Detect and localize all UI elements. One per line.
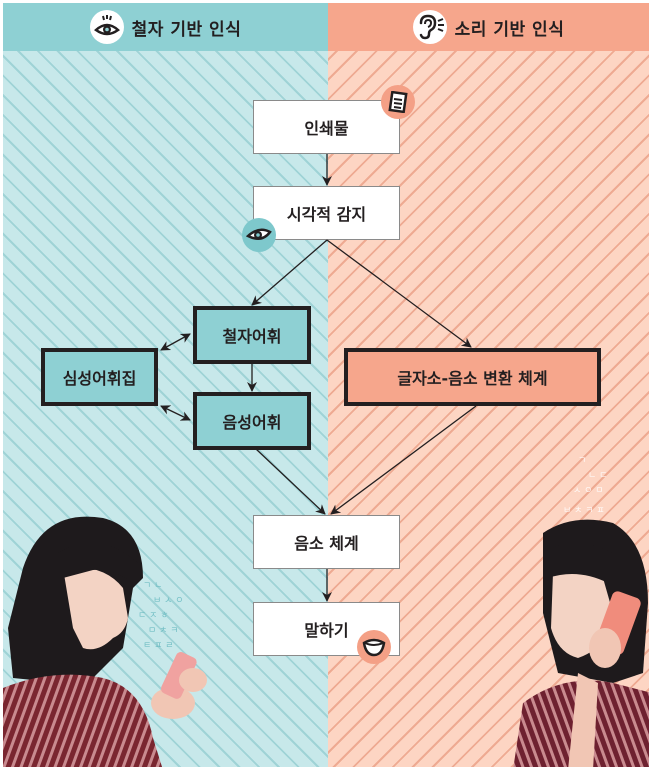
node-mental-lexicon: 심성어휘집 [41, 348, 158, 406]
header-title-orthographic: 철자 기반 인식 [131, 19, 242, 40]
svg-text:ㄱ ㄴ: ㄱ ㄴ [143, 581, 162, 591]
svg-text:ㅅ ㅇ ㅁ: ㅅ ㅇ ㅁ [573, 486, 604, 496]
ear-icon [412, 10, 447, 44]
node-phonological-lexicon-label: 음성어휘 [222, 413, 282, 432]
node-visual-detection: 시각적 감지 [253, 186, 400, 240]
svg-text:ㄴ ㄷ: ㄴ ㄷ [588, 471, 607, 481]
header-phonological-recognition: 소리 기반 인식 [328, 3, 649, 51]
node-speaking-label: 말하기 [304, 621, 349, 640]
node-orthographic-lexicon: 철자어휘 [193, 306, 311, 364]
svg-text:ㅂ ㅅ ㅇ: ㅂ ㅅ ㅇ [153, 596, 184, 606]
node-print-label: 인쇄물 [304, 119, 349, 138]
eye-icon [242, 218, 276, 252]
node-phoneme-system-label: 음소 체계 [294, 534, 359, 553]
node-mental-lexicon-label: 심성어휘집 [62, 369, 137, 388]
header-orthographic-recognition: 철자 기반 인식 [3, 3, 328, 51]
mouth-icon [357, 630, 391, 664]
node-phoneme-system: 음소 체계 [253, 515, 400, 569]
node-grapheme-phoneme-conversion: 글자소-음소 변환 체계 [344, 348, 601, 406]
svg-text:ㄷ ㅈ ㅎ: ㄷ ㅈ ㅎ [138, 611, 169, 621]
svg-text:ㅂ ㅊ ㅋ ㅍ: ㅂ ㅊ ㅋ ㅍ [563, 506, 605, 516]
document-icon [381, 85, 415, 119]
eye-icon [89, 10, 124, 44]
node-print: 인쇄물 [253, 100, 400, 154]
header-title-phonological: 소리 기반 인식 [454, 19, 565, 40]
node-visual-detection-label: 시각적 감지 [286, 205, 367, 224]
node-grapheme-phoneme-label: 글자소-음소 변환 체계 [397, 369, 548, 388]
svg-text:ㄱ: ㄱ [578, 456, 586, 466]
svg-text:ㅁ ㅊ ㅋ: ㅁ ㅊ ㅋ [148, 626, 179, 636]
svg-text:ㅌ ㅍ ㄹ: ㅌ ㅍ ㄹ [143, 641, 174, 651]
node-phonological-lexicon: 음성어휘 [193, 392, 311, 450]
photo-woman-on-phone-call: ㄱㄴ ㄷㅅ ㅇ ㅁ ㅂ ㅊ ㅋ ㅍ ㅈ ㅎ ㄹㅌ ㅁ ㅂ [463, 443, 649, 767]
node-orthographic-lexicon-label: 철자어휘 [222, 327, 282, 346]
